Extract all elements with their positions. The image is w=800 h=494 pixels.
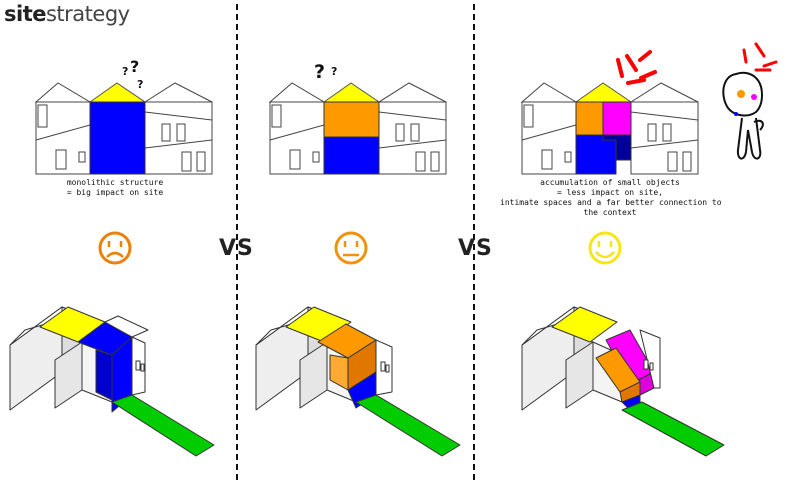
block-orange bbox=[575, 101, 604, 136]
block-magenta bbox=[602, 101, 632, 136]
vs-label-1: VS bbox=[219, 236, 254, 261]
elevation-monolithic bbox=[34, 82, 213, 175]
page-title: sitestrategy bbox=[4, 2, 130, 26]
garden-green bbox=[111, 394, 215, 457]
axonometric-split bbox=[255, 306, 461, 457]
question-marks-1: ? ? ? bbox=[122, 57, 143, 91]
block-blue bbox=[323, 136, 380, 175]
title-light: strategy bbox=[45, 2, 130, 26]
figure-character bbox=[722, 71, 764, 160]
elevation-split bbox=[268, 82, 447, 175]
alert-marks-2 bbox=[742, 42, 778, 72]
caption-line: monolithic structure bbox=[66, 178, 164, 187]
block-navy bbox=[602, 134, 632, 161]
caption-monolithic: monolithic structure = big impact on sit… bbox=[60, 178, 170, 198]
axonometric-monolithic bbox=[9, 306, 215, 457]
garden-green bbox=[355, 394, 461, 457]
roof-yellow bbox=[574, 82, 633, 103]
caption-line: the context bbox=[583, 208, 637, 217]
elevation-accumulation bbox=[520, 82, 699, 175]
vs-label-2: VS bbox=[458, 236, 493, 261]
qmark: ? bbox=[122, 65, 128, 78]
caption-line: intimate spaces and a far better connect… bbox=[500, 198, 722, 207]
title-bold: site bbox=[4, 2, 46, 26]
caption-line: = less impact on site, bbox=[557, 188, 663, 197]
axonometric-accumulation bbox=[521, 306, 725, 457]
qmark: ? bbox=[331, 65, 337, 78]
alert-marks-1 bbox=[616, 50, 657, 85]
happy-face-icon bbox=[588, 231, 622, 265]
sad-face-icon bbox=[98, 231, 132, 265]
qmark: ? bbox=[314, 61, 325, 83]
qmark: ? bbox=[130, 57, 139, 76]
block-orange bbox=[323, 101, 380, 138]
question-marks-2: ? ? bbox=[314, 61, 337, 83]
monolith-blue bbox=[89, 101, 146, 175]
qmark: ? bbox=[137, 78, 143, 91]
garden-green bbox=[621, 401, 725, 457]
neutral-face-icon bbox=[334, 231, 368, 265]
caption-accumulation: accumulation of small objects = less imp… bbox=[500, 178, 722, 218]
block-blue bbox=[575, 134, 617, 175]
caption-line: = big impact on site bbox=[66, 188, 164, 197]
roof-yellow bbox=[322, 82, 381, 103]
caption-line: accumulation of small objects bbox=[540, 178, 680, 187]
